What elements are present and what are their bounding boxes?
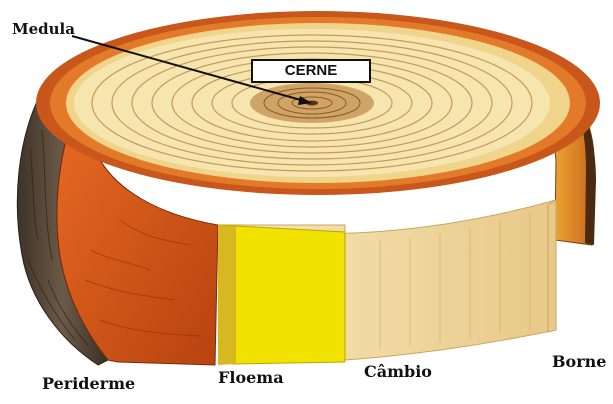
label-borne: Borne (552, 352, 606, 371)
label-cambio: Câmbio (364, 362, 432, 381)
label-medula: Medula (12, 20, 75, 38)
label-cerne: CERNE (251, 59, 371, 83)
phloem-shade (218, 225, 236, 365)
label-floema: Floema (218, 368, 284, 387)
phloem-face (218, 225, 345, 364)
borne-face (548, 200, 556, 332)
label-periderme: Periderme (42, 374, 135, 393)
